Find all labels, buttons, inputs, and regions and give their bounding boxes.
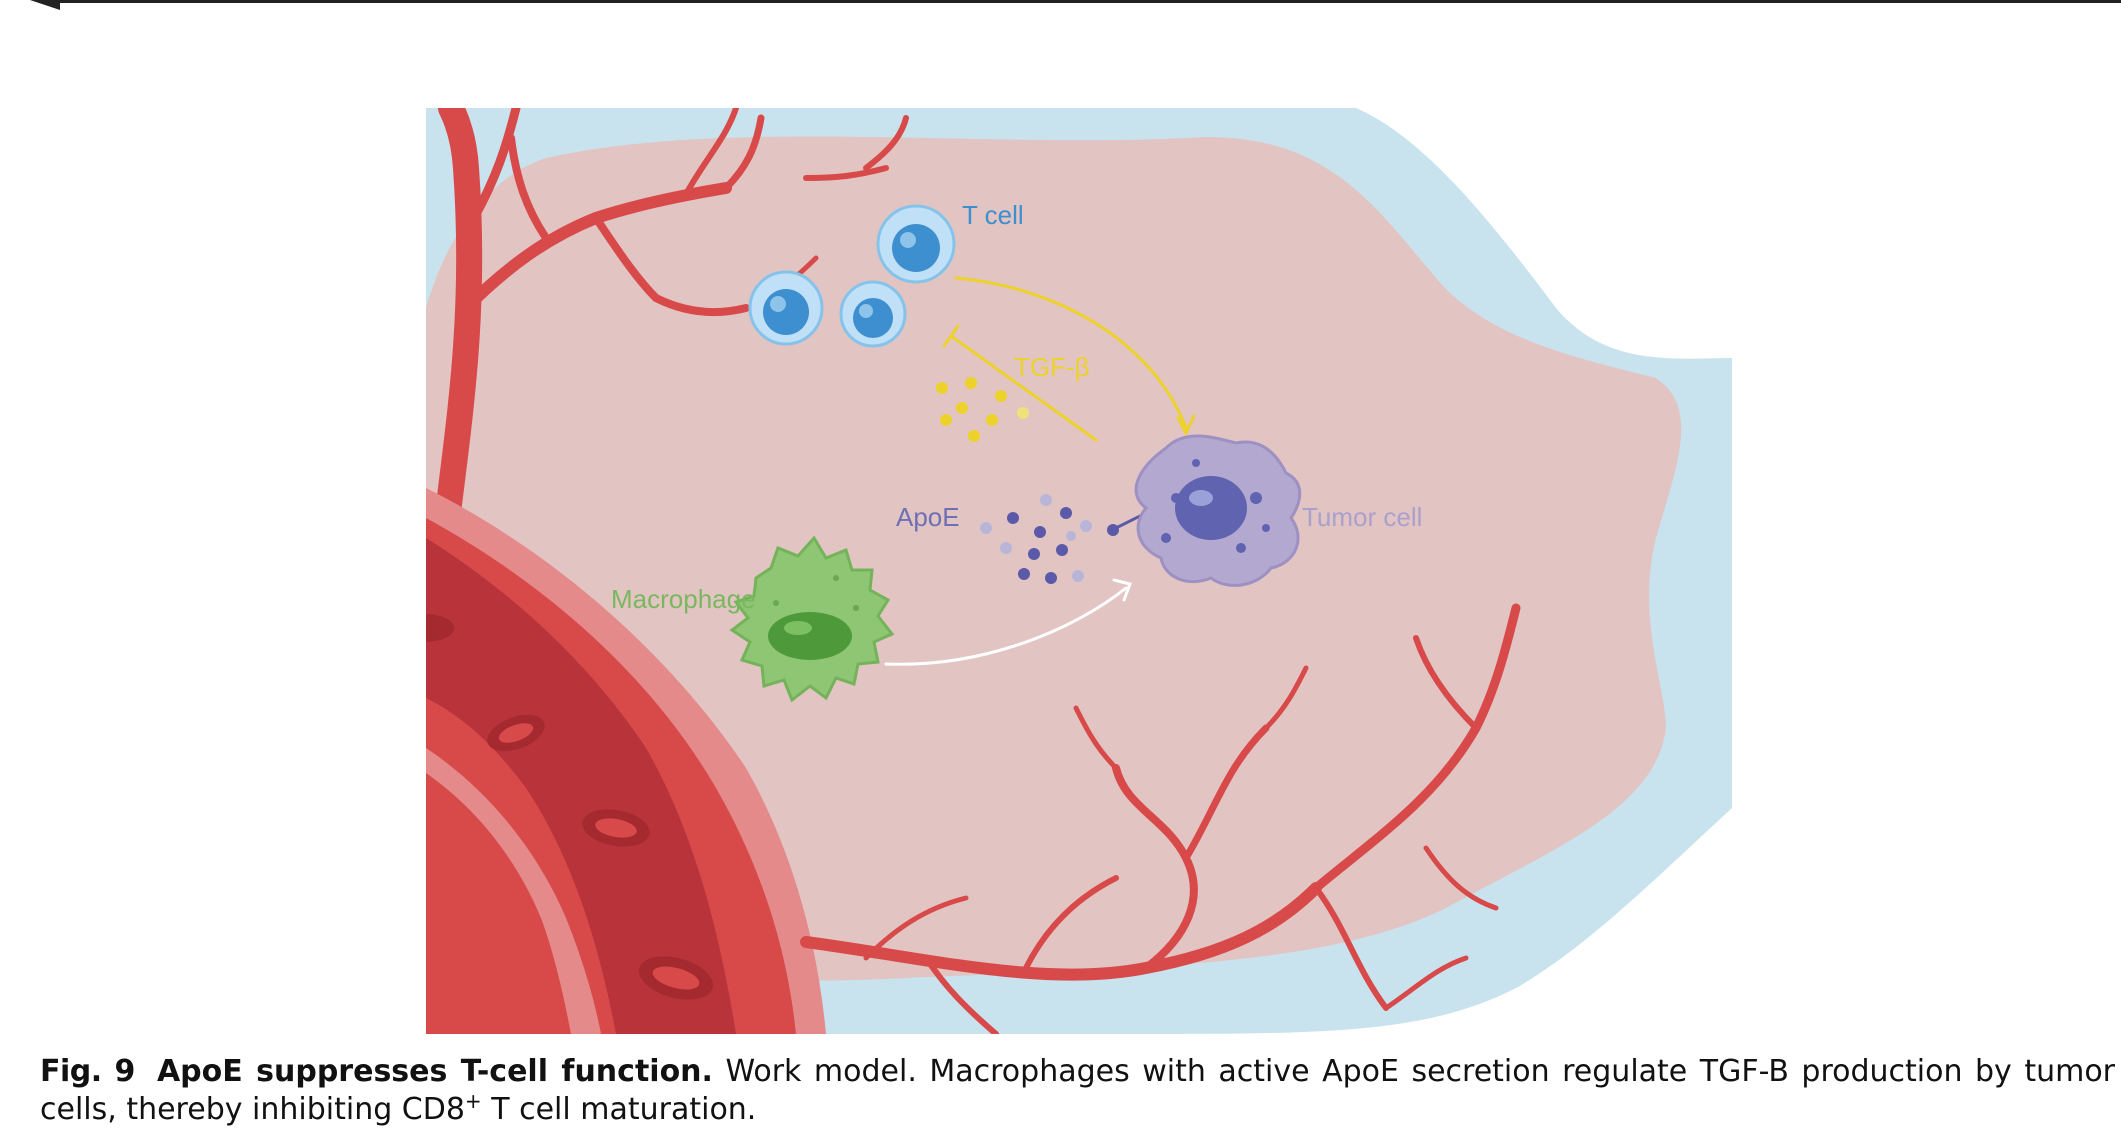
t-cell [876,204,956,284]
t-cell [748,270,824,346]
macrophage-arrow [884,578,1132,666]
apoe-molecules [980,494,1092,584]
t-cell [839,280,907,348]
label-apoe: ApoE [896,502,960,532]
top-rule-arrow [30,0,60,10]
top-rule [60,0,2121,3]
label-t-cell: T cell [962,200,1024,230]
label-tgf-beta: TGF-β [1014,352,1090,382]
tgf-beta-signal [942,276,1196,442]
figure-illustration: T cell TGF-β ApoE Tumor cell Macrophage [426,108,1732,1034]
upper-vessel-branches [433,108,909,541]
macrophage [729,535,895,703]
tgf-beta-molecules [936,377,1029,442]
caption-text-end: T cell maturation. [481,1092,757,1127]
caption-title: ApoE suppresses T-cell function. [156,1054,713,1089]
red-blood-cell [426,614,454,642]
lower-vessel-branches [800,603,1521,1034]
caption-text: Work model. Macrophages with active ApoE… [40,1054,2116,1127]
label-tumor-cell: Tumor cell [1302,502,1422,532]
blood-vessel [426,488,826,1034]
t-cell-group [748,204,956,348]
figure-caption: Fig. 9 ApoE suppresses T-cell function. W… [40,1053,2115,1129]
caption-superscript: + [464,1089,482,1113]
work-model-figure: T cell TGF-β ApoE Tumor cell Macrophage [426,108,1732,1034]
caption-label: Fig. 9 [40,1054,135,1089]
tumor-cell [1134,434,1302,587]
label-macrophage: Macrophage [611,584,756,614]
